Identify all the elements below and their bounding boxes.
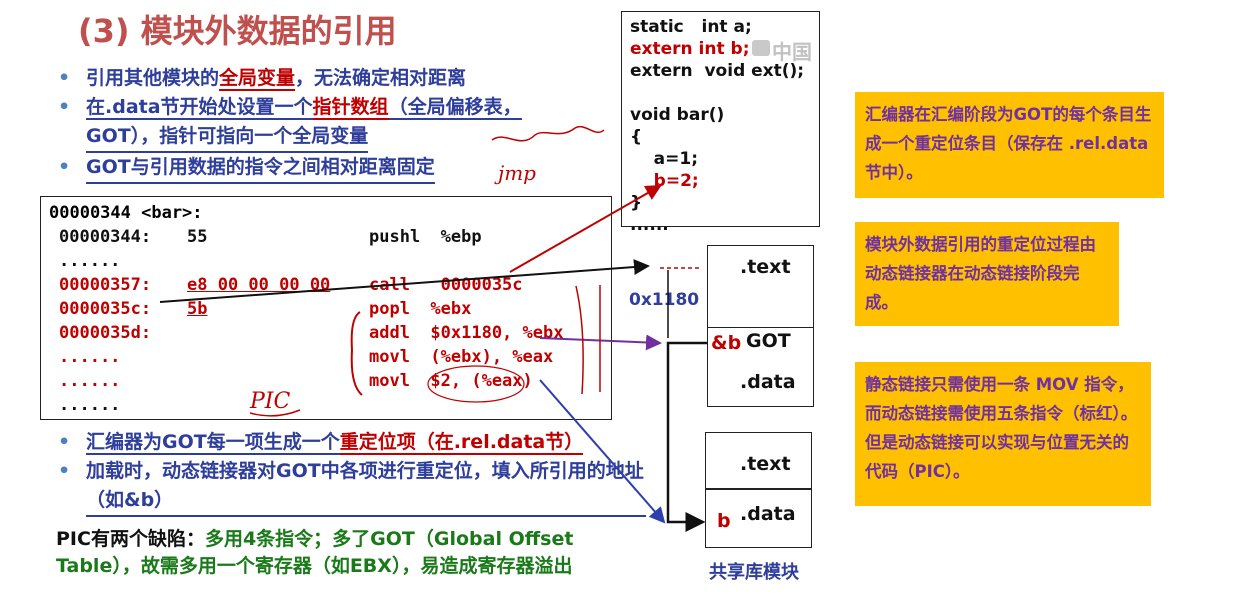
bullet-item: • 汇编器为GOT每一项生成一个重定位项（在.rel.data节）	[58, 428, 658, 457]
bullet-highlight: 重定位项（在.rel.data节）	[339, 431, 584, 455]
code-line	[630, 82, 811, 104]
bullet-text: GOT与引用数据的指令之间相对距离固定	[86, 153, 435, 184]
watermark-icon	[752, 40, 770, 56]
asm-bytes: 55	[187, 227, 208, 247]
asm-address: ......	[59, 251, 121, 271]
bullet-text: 加载时，动态链接器对GOT中各项进行重定位，填入所引用的地址（如&b）	[86, 457, 646, 517]
segment-label-got: GOT	[746, 330, 791, 352]
asm-row: 00000344: 55 pushl %ebp	[59, 227, 599, 249]
pic-detail: 多用4条指令；多了GOT（Global Offset Table），故需多用一个…	[56, 528, 574, 577]
watermark-text: 中国大	[772, 40, 812, 64]
code-line: ......	[630, 215, 669, 235]
bullet-highlight: 全局变量	[219, 67, 296, 91]
bullet-dot-icon: •	[58, 96, 71, 118]
note-box-dynamic-linker: 模块外数据引用的重定位过程由动态链接器在动态链接阶段完成。	[855, 222, 1119, 326]
bullet-text: ，无法确定相对距离	[295, 67, 467, 89]
bullet-text: 引用其他模块的	[86, 67, 220, 89]
offset-label: 0x1180	[629, 290, 700, 310]
bullet-highlight: 指针数组	[312, 96, 389, 120]
asm-row: 00000357: e8 00 00 00 00 call 0000035c	[59, 275, 599, 297]
segment-label-text-lib: .text	[740, 453, 791, 475]
asm-instruction: popl %ebx	[369, 299, 472, 319]
asm-row: ......	[59, 251, 599, 273]
code-line: {	[630, 127, 643, 147]
asm-row: 0000035d: addl $0x1180, %ebx	[59, 323, 599, 345]
bullet-text: 汇编器为GOT每一项生成一个	[86, 431, 340, 455]
asm-instruction: addl $0x1180, %ebx	[369, 323, 564, 343]
bullet-item: • 加载时，动态链接器对GOT中各项进行重定位，填入所引用的地址（如&b）	[58, 457, 658, 517]
segment-label-text: .text	[740, 256, 791, 278]
got-pointer	[666, 341, 707, 532]
code-line: b=2;	[630, 171, 699, 191]
bullet-list-top: • 引用其他模块的全局变量，无法确定相对距离 • 在.data节开始处设置一个指…	[58, 64, 618, 184]
code-line: }	[630, 193, 643, 213]
asm-row: ...... movl (%ebx), %eax	[59, 347, 599, 369]
asm-address: ......	[59, 371, 121, 391]
bullet-text: 在.data节开始处设置一个	[86, 96, 313, 120]
bullet-item: • GOT与引用数据的指令之间相对距离固定	[58, 153, 618, 184]
bullet-list-bottom: • 汇编器为GOT每一项生成一个重定位项（在.rel.data节） • 加载时，…	[58, 428, 658, 517]
asm-instruction: call 0000035c	[369, 275, 523, 295]
segment-label-data: .data	[740, 371, 796, 393]
asm-row: 0000035c: 5b popl %ebx	[59, 299, 599, 321]
asm-instruction: movl (%ebx), %eax	[369, 347, 554, 367]
got-entry-ref: &b	[711, 332, 742, 354]
asm-row: ...... movl $2, (%eax)	[59, 371, 599, 393]
note-box-got-relocation: 汇编器在汇编阶段为GOT的每个条目生成一个重定位条目（保存在 .rel.data…	[855, 92, 1164, 198]
asm-instruction: movl $2, (%eax)	[369, 371, 533, 391]
variable-b-label: b	[717, 510, 731, 532]
code-line: extern void ext();	[630, 61, 805, 81]
asm-address: ......	[59, 347, 121, 367]
bullet-dot-icon: •	[58, 67, 71, 89]
code-line: static int a;	[630, 17, 752, 37]
slide-title: (3) 模块外数据的引用	[78, 12, 397, 50]
asm-address: ......	[59, 395, 121, 415]
asm-bytes: 5b	[187, 299, 208, 319]
watermark-logo: 中国大	[752, 36, 812, 64]
asm-address: 00000344:	[59, 227, 152, 247]
bullet-dot-icon: •	[58, 460, 71, 482]
memory-block-got-data	[707, 327, 814, 407]
code-line: extern int b;	[630, 39, 750, 59]
shared-lib-divider	[705, 488, 812, 490]
pic-lead: PIC有两个缺陷：	[56, 528, 205, 550]
asm-bytes: e8 00 00 00 00	[187, 275, 331, 295]
asm-address: 00000357:	[59, 275, 152, 295]
asm-instruction: pushl %ebp	[369, 227, 482, 247]
code-line: a=1;	[630, 149, 699, 169]
segment-label-data-lib: .data	[740, 503, 796, 525]
bullet-dot-icon: •	[58, 431, 71, 453]
bullet-text: （全局偏移表，	[388, 96, 522, 120]
memory-block-text	[707, 245, 814, 328]
pic-drawbacks: PIC有两个缺陷：多用4条指令；多了GOT（Global Offset Tabl…	[56, 526, 656, 580]
shared-lib-block	[705, 432, 812, 548]
asm-address: 0000035c:	[59, 299, 152, 319]
bullet-dot-icon: •	[58, 156, 71, 178]
asm-header: 00000344 <bar>:	[49, 203, 203, 223]
code-line: void bar()	[630, 105, 725, 125]
bullet-text: GOT），指针可指向一个全局变量	[86, 122, 369, 153]
note-box-pic: 静态链接只需使用一条 MOV 指令，而动态链接需使用五条指令（标红）。但是动态链…	[855, 362, 1151, 506]
bullet-item: • 在.data节开始处设置一个指针数组（全局偏移表，	[58, 93, 618, 122]
bullet-item: • 引用其他模块的全局变量，无法确定相对距离	[58, 64, 618, 93]
shared-lib-caption: 共享库模块	[709, 562, 799, 583]
asm-address: 0000035d:	[59, 323, 152, 343]
asm-row: ......	[59, 395, 599, 417]
bullet-continuation: GOT），指针可指向一个全局变量	[58, 122, 618, 153]
assembly-listing: 00000344 <bar>: 00000344: 55 pushl %ebp...…	[40, 196, 612, 420]
